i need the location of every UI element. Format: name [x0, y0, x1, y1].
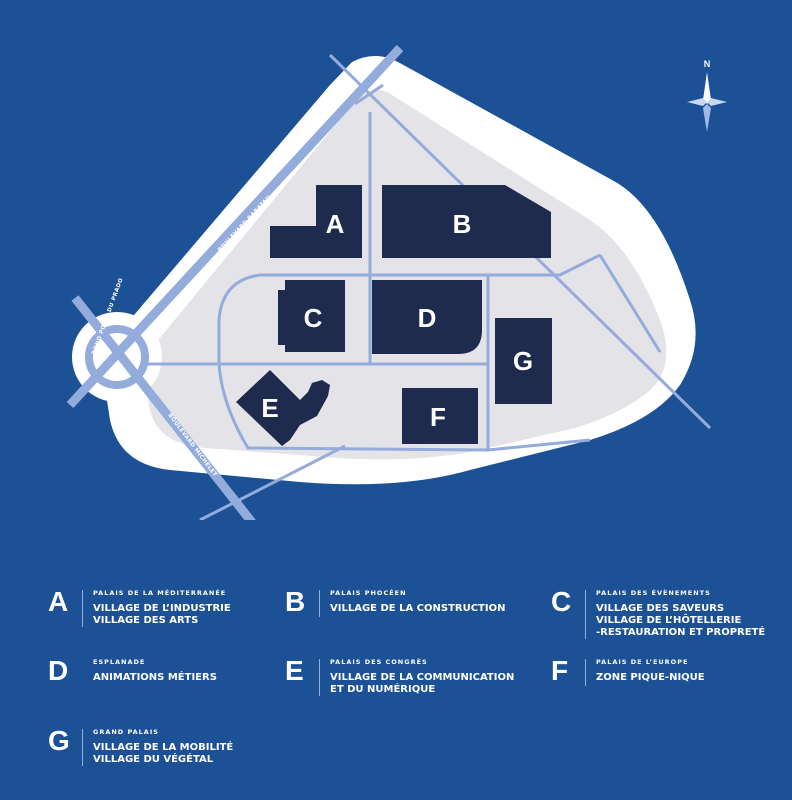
legend-letter: E	[285, 655, 304, 686]
building-g-label: G	[513, 346, 533, 376]
building-a	[270, 185, 362, 258]
building-c	[278, 280, 345, 352]
legend-letter: G	[48, 725, 70, 756]
internal-paths	[148, 83, 662, 452]
site-map: A B C D E F G BOULEVARD RABATAU BOULEVAR…	[66, 44, 727, 520]
legend-line: Village des arts	[93, 615, 199, 626]
building-e	[236, 370, 330, 446]
legend-letter: C	[551, 586, 572, 617]
legend-letter: B	[285, 586, 306, 617]
building-f	[402, 388, 478, 444]
legend-line: Village de la mobilité	[93, 742, 234, 753]
compass-rose-icon: N	[687, 59, 727, 132]
building-g	[495, 318, 552, 404]
building-a-label: A	[326, 209, 345, 239]
legend-line: Village de l’industrie	[93, 603, 231, 614]
legend-venue: Palais de la Méditerranée	[93, 589, 227, 597]
building-d	[372, 280, 482, 354]
legend-line: Village de la communication	[330, 672, 515, 683]
legend-line: Village de la construction	[330, 603, 506, 614]
legend-line: Village des saveurs	[596, 603, 725, 614]
legend-venue: Esplanade	[93, 658, 146, 666]
compass-north-label: N	[704, 59, 711, 69]
boulevard-rabatau-road	[66, 44, 404, 409]
building-f-label: F	[430, 402, 446, 432]
building-e-label: E	[261, 393, 278, 423]
boulevard-michelet-road	[71, 295, 256, 520]
building-b-label: B	[453, 209, 472, 239]
legend-entry-b: B Palais Phocéen Village de la construct…	[285, 587, 505, 617]
legend-line: Village de l’hôtellerie	[596, 615, 742, 626]
legend-line: Zone pique-nique	[596, 672, 705, 683]
legend-line: -restauration et propreté	[596, 627, 766, 638]
legend-venue: Palais Phocéen	[330, 589, 407, 597]
legend-letter: F	[551, 655, 569, 686]
legend-letter: A	[48, 586, 69, 617]
legend-venue: Palais des évènements	[596, 589, 711, 597]
legend-line: Animations métiers	[93, 672, 217, 683]
building-b	[382, 185, 551, 258]
legend-line: Village du végétal	[93, 754, 214, 765]
legend-venue: Grand Palais	[93, 728, 159, 736]
legend-entry-f: F Palais de l’Europe Zone pique-nique	[551, 656, 705, 686]
building-d-label: D	[418, 303, 437, 333]
legend-line: et du numérique	[330, 684, 436, 695]
legend-venue: Palais des congrès	[330, 658, 428, 666]
legend-entry-a: A Palais de la Méditerranée Village de l…	[48, 587, 231, 627]
legend-entry-d: D Esplanade Animations métiers	[48, 656, 217, 686]
legend-entry-e: E Palais des congrès Village de la commu…	[285, 656, 514, 696]
legend-entry-g: G Grand Palais Village de la mobilité Vi…	[48, 726, 233, 766]
legend-letter: D	[48, 655, 69, 686]
legend-entry-c: C Palais des évènements Village des save…	[551, 587, 765, 639]
building-c-label: C	[304, 303, 323, 333]
legend-venue: Palais de l’Europe	[596, 658, 689, 666]
